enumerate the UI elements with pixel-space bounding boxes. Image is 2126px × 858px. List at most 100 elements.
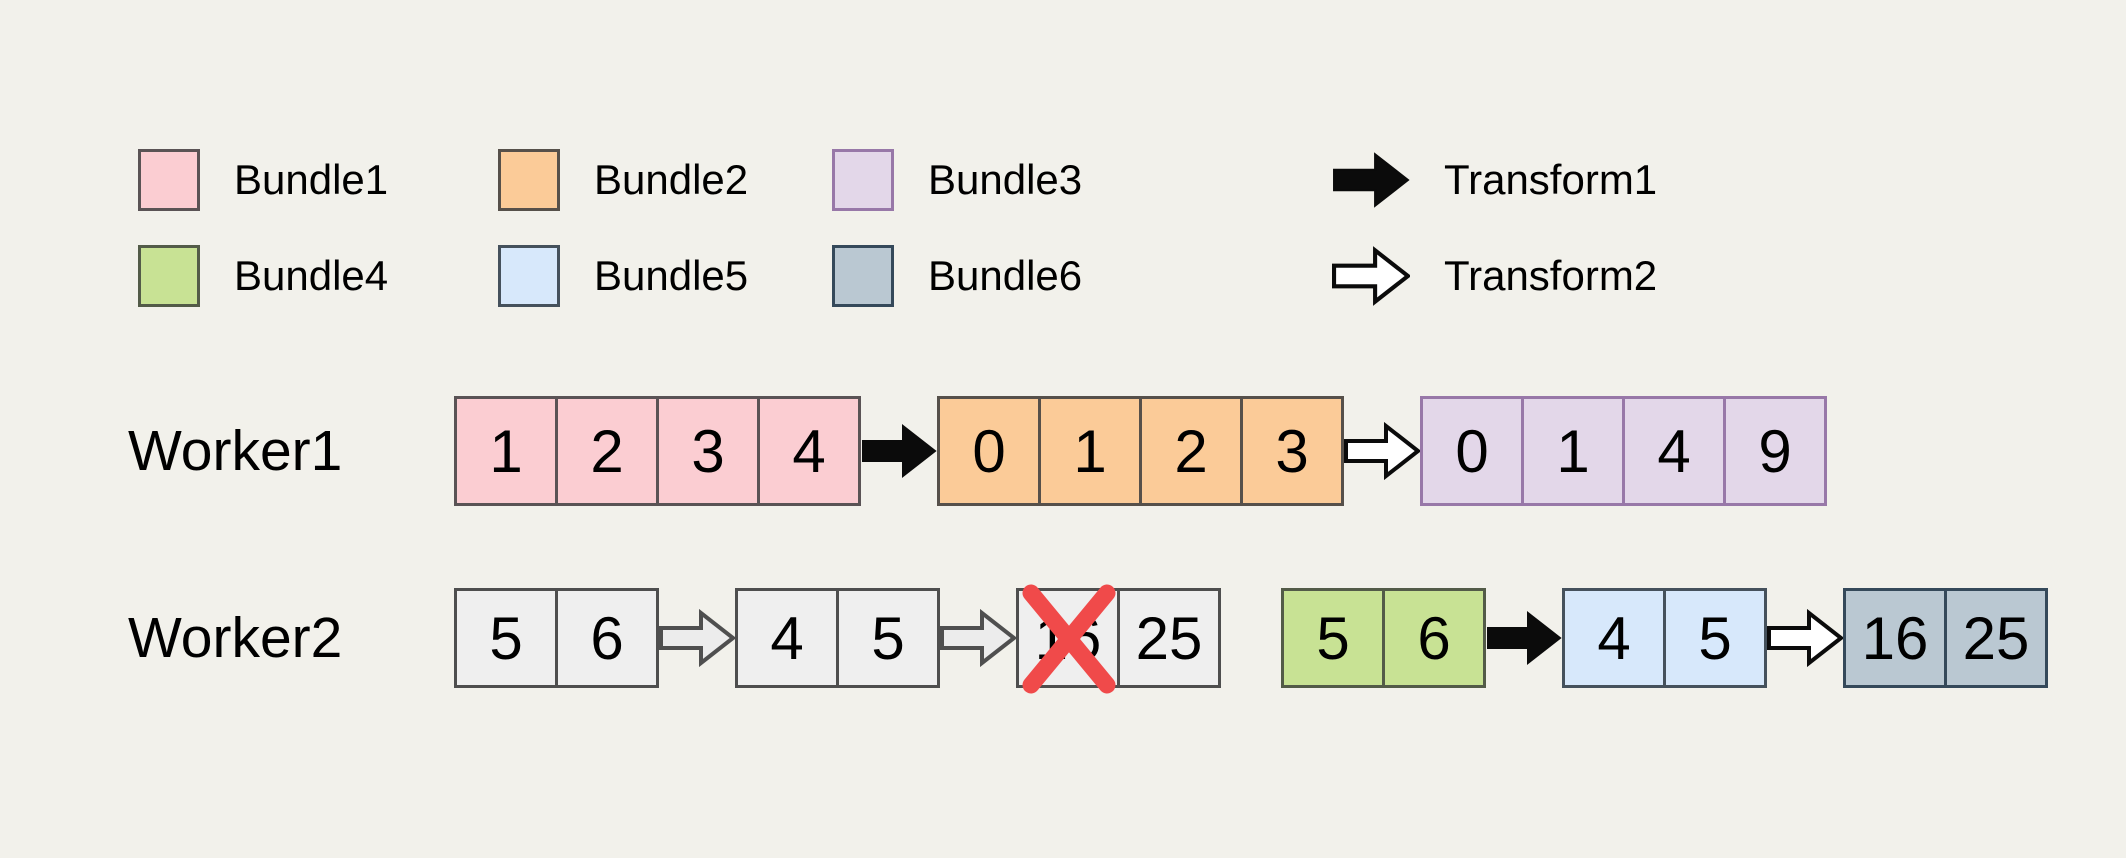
transform2-outline-arrow-icon-w2-3 [940, 609, 1016, 667]
legend-label-transform2: Transform2 [1444, 252, 1658, 299]
cell-value: 1 [489, 417, 523, 485]
cell-value: 2 [1174, 417, 1208, 485]
worker-label-2: Worker2 [128, 606, 343, 670]
bundle-cell: 0 [1420, 396, 1524, 506]
cell-value: 6 [1417, 604, 1451, 672]
sequence-arrow-outline-gray [659, 609, 735, 667]
transform2-outline-arrow-icon-legend [1332, 246, 1410, 306]
cell-value: 0 [972, 417, 1006, 485]
bundle4-swatch [138, 245, 200, 307]
bundle-cell: 1 [1038, 396, 1142, 506]
transform2-outline-arrow-icon-w1-3 [1344, 422, 1420, 480]
transform2-outline-arrow-icon-w2-9 [1767, 609, 1843, 667]
cell-value: 0 [1455, 417, 1489, 485]
sequence-arrow-solid [861, 422, 937, 480]
legend-label-bundle3: Bundle3 [928, 156, 1083, 203]
bundle-cell: 0 [937, 396, 1041, 506]
bundle-cell: 2 [1139, 396, 1243, 506]
bundle-cell: 2 [555, 396, 659, 506]
bundle-cell: 1 [454, 396, 558, 506]
bundle-cell: 4 [1562, 588, 1666, 688]
sequence-arrow-outline-gray [940, 609, 1016, 667]
cell-value: 4 [1657, 417, 1691, 485]
bundle-cell: 9 [1723, 396, 1827, 506]
bundle-cell: 3 [1240, 396, 1344, 506]
cell-value: 3 [691, 417, 725, 485]
bundle-cell: 6 [555, 588, 659, 688]
bundle-cell: 6 [1382, 588, 1486, 688]
cell-value: 5 [1316, 604, 1350, 672]
legend-label-bundle4: Bundle4 [234, 252, 389, 299]
cell-value: 2 [590, 417, 624, 485]
transform1-solid-arrow-icon-legend [1333, 152, 1410, 208]
bundle-cell: 5 [1663, 588, 1767, 688]
bundle-cell: 25 [1944, 588, 2048, 688]
cell-value: 5 [871, 604, 905, 672]
bundle-cell: 16 [1016, 584, 1120, 694]
bundle5-swatch [498, 245, 560, 307]
transform1-solid-arrow-icon-w1-1 [862, 423, 937, 479]
legend-label-transform1: Transform1 [1444, 156, 1658, 203]
sequence-gap [1221, 633, 1281, 643]
legend-item-transform2: Transform2 [1332, 246, 1657, 306]
cell-value: 4 [770, 604, 804, 672]
bundle-cell: 25 [1117, 588, 1221, 688]
bundle-cell: 4 [1622, 396, 1726, 506]
bundle-cell: 16 [1843, 588, 1947, 688]
legend-item-bundle6: Bundle6 [832, 245, 1083, 307]
bundle-cell: 4 [735, 588, 839, 688]
sequence-arrow-outline [1767, 609, 1843, 667]
cell-value: 4 [792, 417, 826, 485]
legend-label-bundle1: Bundle1 [234, 156, 389, 203]
cell-value: 9 [1758, 417, 1792, 485]
cell-value: 25 [1135, 604, 1203, 672]
transform2-outline-arrow-icon-w2-1 [659, 609, 735, 667]
legend-label-bundle6: Bundle6 [928, 252, 1083, 299]
bundle3-swatch [832, 149, 894, 211]
cell-value: 3 [1275, 417, 1309, 485]
legend-item-bundle2: Bundle2 [498, 149, 749, 211]
bundle-cell: 4 [757, 396, 861, 506]
bundle2-swatch [498, 149, 560, 211]
bundle-cell: 3 [656, 396, 760, 506]
cell-value: 6 [590, 604, 624, 672]
cell-value: 16 [1034, 604, 1102, 672]
legend-item-bundle3: Bundle3 [832, 149, 1083, 211]
legend-label-bundle2: Bundle2 [594, 156, 749, 203]
worker-label-1: Worker1 [128, 419, 343, 483]
bundle-cell: 5 [454, 588, 558, 688]
legend-item-bundle1: Bundle1 [138, 149, 389, 211]
legend-label-bundle5: Bundle5 [594, 252, 749, 299]
cell-value: 4 [1597, 604, 1631, 672]
cell-value: 1 [1073, 417, 1107, 485]
bundle-cell: 5 [836, 588, 940, 688]
cell-value: 1 [1556, 417, 1590, 485]
sequence-arrow-solid [1486, 609, 1562, 667]
transform1-solid-arrow-icon-w2-7 [1487, 610, 1562, 666]
cell-value: 5 [1698, 604, 1732, 672]
bundle1-swatch [138, 149, 200, 211]
legend-item-transform1: Transform1 [1332, 150, 1657, 210]
legend-item-bundle4: Bundle4 [138, 245, 389, 307]
cell-value: 5 [489, 604, 523, 672]
bundle-cell: 1 [1521, 396, 1625, 506]
cell-value: 16 [1861, 604, 1929, 672]
sequence-arrow-outline [1344, 422, 1420, 480]
legend-item-bundle5: Bundle5 [498, 245, 749, 307]
bundle6-swatch [832, 245, 894, 307]
bundle-cell: 5 [1281, 588, 1385, 688]
